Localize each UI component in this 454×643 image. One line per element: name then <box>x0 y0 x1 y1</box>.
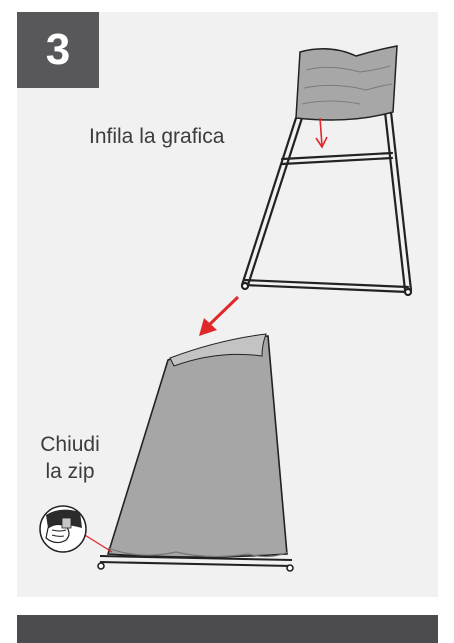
close-zip-caption: Chiudi la zip <box>35 431 105 485</box>
step-number-badge: 3 <box>17 12 99 88</box>
insert-graphic-caption: Infila la grafica <box>89 125 225 148</box>
covered-frame <box>97 333 294 572</box>
next-step-bar <box>17 615 438 643</box>
frame-illustration <box>240 110 413 297</box>
close-zip-line-2: la zip <box>45 460 95 483</box>
step-number: 3 <box>45 25 71 74</box>
close-zip-line-1: Chiudi <box>40 433 100 456</box>
fabric-cover <box>295 45 398 121</box>
assembly-illustration <box>39 45 413 572</box>
down-arrow-icon <box>315 117 328 149</box>
zip-detail-icon <box>39 505 113 553</box>
diagonal-arrow-icon <box>199 295 240 336</box>
